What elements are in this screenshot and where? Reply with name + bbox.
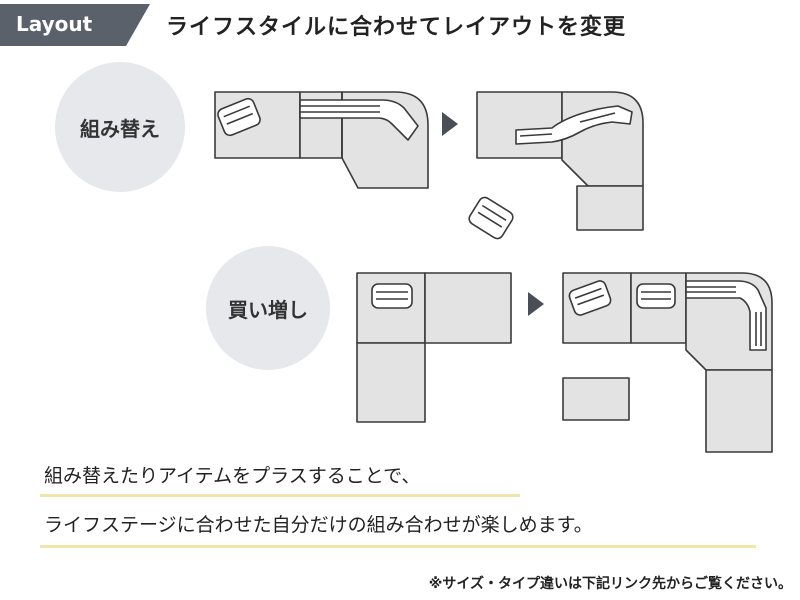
sofa-module bbox=[424, 272, 512, 344]
ottoman-module bbox=[576, 185, 644, 231]
layout-after-rearrange bbox=[468, 91, 644, 240]
arrow-icon bbox=[528, 292, 544, 316]
backrest-cushion bbox=[299, 99, 419, 141]
page-title: ライフスタイルに合わせてレイアウトを変更 bbox=[166, 15, 627, 40]
layout-before-add-on bbox=[356, 272, 512, 423]
caption-highlight-1 bbox=[40, 494, 520, 497]
cushion bbox=[568, 280, 612, 316]
cushion-line bbox=[519, 133, 553, 137]
backrest-cushion bbox=[685, 280, 767, 351]
chaise-module bbox=[705, 369, 773, 453]
badge-label: Layout bbox=[16, 12, 93, 36]
cushion bbox=[468, 196, 514, 240]
caption-highlight-2 bbox=[40, 545, 756, 548]
corner-sofa-module bbox=[561, 91, 644, 187]
layout-after-add-on bbox=[562, 272, 773, 453]
cushion bbox=[217, 97, 261, 137]
add-on-circle: 買い増し bbox=[206, 246, 330, 370]
add-on-label: 買い増し bbox=[228, 297, 308, 322]
ottoman-module bbox=[562, 377, 630, 421]
layout-badge: Layout bbox=[0, 4, 150, 46]
rearrange-label: 組み替え bbox=[80, 116, 160, 141]
caption-line-2: ライフステージに合わせた自分だけの組み合わせが楽しめます。 bbox=[44, 514, 593, 536]
chaise-module bbox=[356, 342, 426, 423]
layout-before-rearrange bbox=[214, 91, 429, 189]
sofa-module bbox=[476, 91, 563, 159]
footnote: ※サイズ・タイプ違いは下記リンク先からご覧ください。 bbox=[428, 576, 792, 592]
cushion-line bbox=[579, 112, 616, 123]
badge-shape bbox=[0, 4, 150, 46]
arrow-icon bbox=[442, 112, 458, 136]
cushion bbox=[371, 283, 413, 309]
cushion bbox=[636, 283, 676, 309]
caption-line-1: 組み替えたりアイテムをプラスすることで、 bbox=[44, 465, 421, 487]
rearrange-circle: 組み替え bbox=[55, 62, 185, 192]
